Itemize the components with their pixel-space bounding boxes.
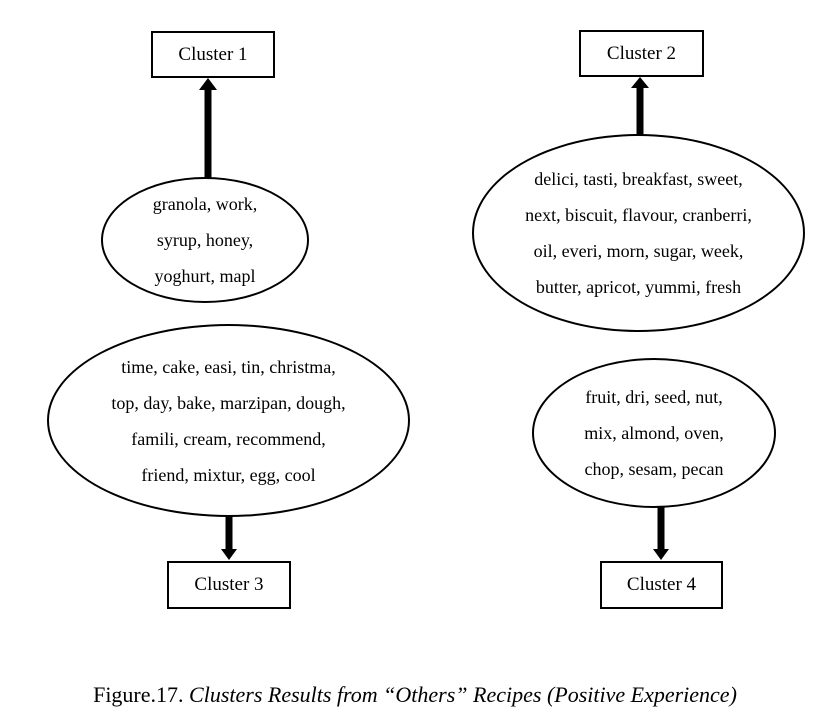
- arrowhead-cluster-2: [631, 77, 649, 88]
- cluster-2-box: Cluster 2: [579, 30, 704, 77]
- cluster-3-box: Cluster 3: [167, 561, 291, 609]
- keyword-line: yoghurt, mapl: [154, 266, 256, 286]
- cluster-2-label: Cluster 2: [606, 42, 677, 64]
- cluster-4-label: Cluster 4: [626, 574, 697, 595]
- keyword-line: syrup, honey,: [156, 230, 254, 250]
- cluster-1-box: Cluster 1: [151, 31, 275, 78]
- arrowhead-cluster-1: [199, 78, 217, 90]
- keyword-line: fruit, dri, seed, nut,: [585, 387, 723, 407]
- keyword-line: delici, tasti, breakfast, sweet,: [534, 169, 743, 189]
- cluster-1-keywords: granola, work, syrup, honey, yoghurt, ma…: [101, 177, 309, 303]
- caption-prefix: Figure.17.: [93, 682, 190, 707]
- cluster-1-label: Cluster 1: [178, 43, 248, 65]
- cluster-2-keywords: delici, tasti, breakfast, sweet, next, b…: [472, 134, 805, 332]
- arrowhead-cluster-3: [221, 549, 237, 560]
- keyword-line: butter, apricot, yummi, fresh: [535, 277, 742, 297]
- cluster-4-keywords: fruit, dri, seed, nut, mix, almond, oven…: [532, 358, 776, 508]
- keyword-line: oil, everi, morn, sugar, week,: [533, 241, 744, 261]
- cluster-3-keywords: time, cake, easi, tin, christma, top, da…: [47, 324, 410, 517]
- keyword-line: top, day, bake, marzipan, dough,: [111, 392, 346, 413]
- keyword-line: next, biscuit, flavour, cranberri,: [525, 205, 752, 225]
- cluster-3-label: Cluster 3: [194, 574, 264, 595]
- keyword-line: chop, sesam, pecan: [584, 459, 724, 479]
- keyword-line: friend, mixtur, egg, cool: [141, 464, 316, 485]
- keyword-line: granola, work,: [152, 194, 258, 214]
- cluster-4-box: Cluster 4: [600, 561, 723, 609]
- keyword-line: mix, almond, oven,: [584, 423, 724, 443]
- keyword-line: time, cake, easi, tin, christma,: [121, 356, 336, 377]
- keyword-line: famili, cream, recommend,: [131, 428, 326, 449]
- arrowhead-cluster-4: [653, 549, 669, 560]
- caption-title: Clusters Results from “Others” Recipes (…: [189, 682, 737, 707]
- figure-caption: Figure.17. Clusters Results from “Others…: [0, 682, 830, 708]
